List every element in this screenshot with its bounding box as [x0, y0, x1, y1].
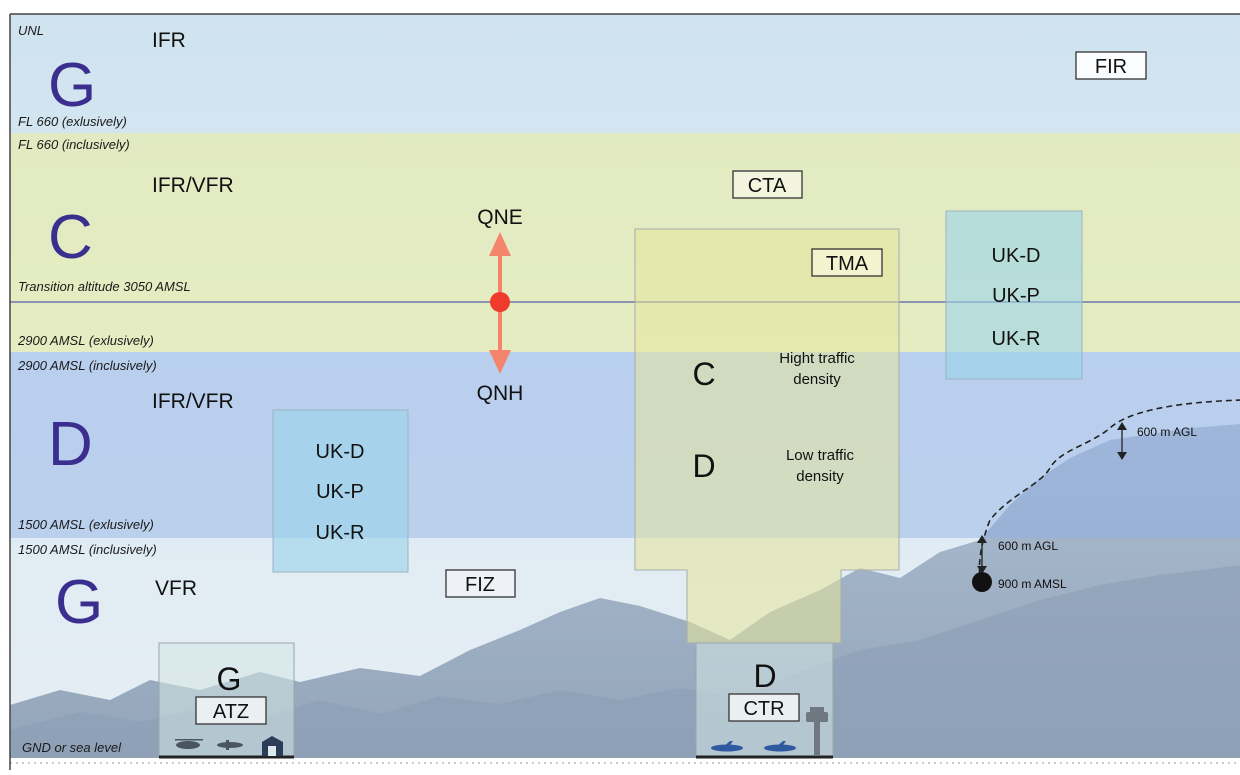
ctr-label: CTR [743, 698, 784, 720]
tma-zone [634, 228, 900, 644]
restricted-left-uk-r: UK-R [316, 522, 365, 544]
atz-label-box [195, 696, 267, 725]
cta-label-box [732, 170, 803, 199]
ctr-class-letter: D [753, 658, 776, 694]
restricted-right-uk-r: UK-R [992, 328, 1041, 350]
hangar-icon [262, 736, 283, 756]
control-tower-icon [806, 707, 828, 756]
class-letter-upper: C [48, 203, 93, 272]
terrain-point-marker [972, 572, 992, 592]
fiz-label-box [445, 569, 516, 598]
agl-top-label: 600 m AGL [1137, 425, 1197, 439]
altitude-1500-inclusive: 1500 AMSL (inclusively) [18, 542, 157, 557]
atz-class-letter: G [217, 661, 242, 697]
flight-rules-lower: VFR [155, 577, 197, 600]
mountain-foreground [10, 565, 1240, 758]
restricted-right-uk-p: UK-P [992, 285, 1040, 307]
altitude-fl660-exclusive: FL 660 (exlusively) [18, 114, 127, 129]
altitude-1500-exclusive: 1500 AMSL (exlusively) [18, 517, 154, 532]
tma-label-box [811, 248, 883, 277]
agl-low-label: 600 m AGL [998, 539, 1058, 553]
ctr-label-box [728, 693, 800, 722]
altitude-2900-exclusive: 2900 AMSL (exlusively) [17, 333, 154, 348]
airliner-icon [764, 741, 796, 752]
restricted-right-uk-d: UK-D [992, 245, 1041, 267]
qne-label: QNE [477, 206, 523, 229]
helicopter-icon [175, 739, 203, 749]
altitude-unl: UNL [18, 23, 44, 38]
restricted-left-uk-p: UK-P [316, 481, 364, 503]
agl-top-dimension [1117, 422, 1127, 460]
pressure-setting-arrow [489, 232, 511, 374]
airliner-icon [711, 741, 743, 752]
altitude-transition: Transition altitude 3050 AMSL [18, 279, 191, 294]
restricted-box-left [272, 409, 409, 573]
altitude-fl660-inclusive: FL 660 (inclusively) [18, 137, 130, 152]
agl-low-dimension [977, 535, 987, 574]
atz-label: ATZ [213, 701, 249, 723]
altitude-gnd: GND or sea level [22, 740, 122, 755]
tma-upper-desc-line1: Hight traffic [779, 350, 855, 367]
minimum-altitude-route [978, 399, 1240, 579]
cta-label: CTA [748, 175, 787, 197]
tma-lower-desc-line2: density [796, 468, 844, 485]
tma-lower-class: D [692, 448, 715, 484]
tma-upper-class: C [692, 356, 715, 392]
class-d-band [10, 352, 1240, 538]
flight-rules-top: IFR [152, 29, 186, 52]
class-letter-top: G [48, 51, 96, 120]
restricted-left-uk-d: UK-D [316, 441, 365, 463]
tma-lower-desc-line1: Low traffic [786, 447, 855, 464]
fir-label-box [1075, 51, 1147, 80]
fiz-label: FIZ [465, 574, 495, 596]
class-letter-lower: G [55, 568, 103, 637]
fir-label: FIR [1095, 56, 1127, 78]
tma-label: TMA [826, 253, 869, 275]
altitude-2900-inclusive: 2900 AMSL (inclusively) [17, 358, 157, 373]
class-letter-middle: D [48, 410, 93, 479]
qnh-label: QNH [477, 382, 524, 405]
airplane-icon [217, 740, 243, 750]
flight-rules-upper: IFR/VFR [152, 174, 234, 197]
flight-rules-middle: IFR/VFR [152, 390, 234, 413]
restricted-box-right [945, 210, 1083, 380]
amsl-point-label: 900 m AMSL [998, 577, 1067, 591]
tma-upper-desc-line2: density [793, 371, 841, 388]
